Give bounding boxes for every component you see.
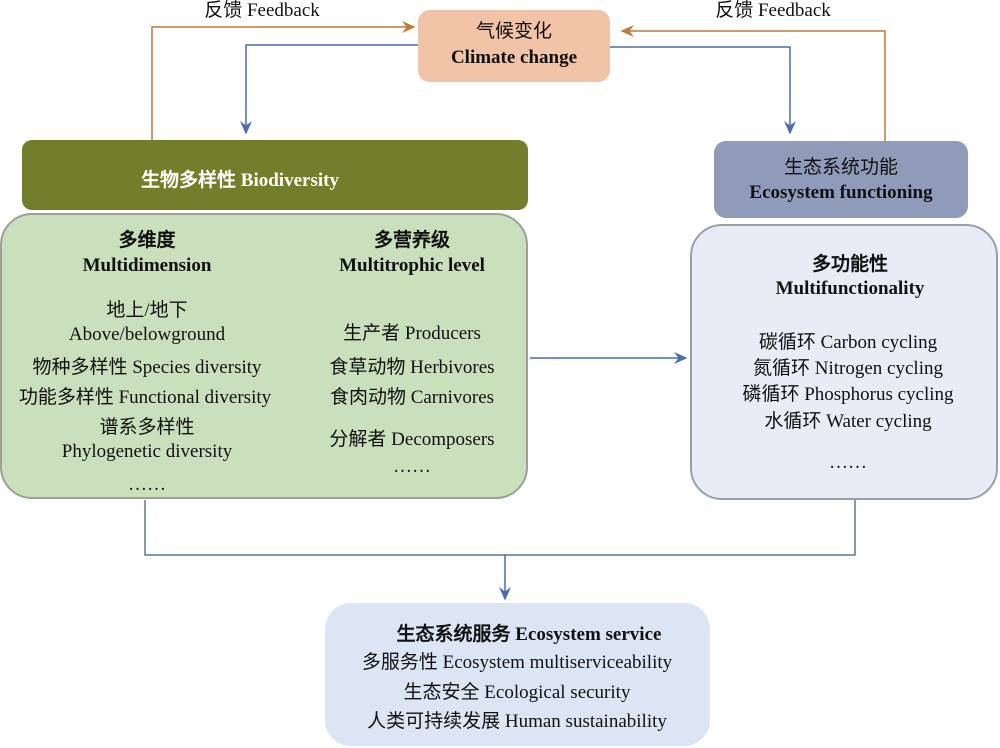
multidimension-zh: 多维度 (118, 230, 176, 251)
service-item: 生态安全 Ecological security (403, 682, 631, 703)
service-item: 多服务性 Ecosystem multiserviceability (361, 652, 673, 673)
mt-item: 分解者 Decomposers (329, 429, 495, 450)
mt-item: 食肉动物 Carnivores (329, 387, 495, 408)
climate-to-functioning-arrow (610, 46, 796, 135)
mf-item: 水循环 Water cycling (764, 411, 932, 432)
md-item: 功能多样性 Functional diversity (18, 387, 272, 408)
biodiversity-title: 生物多样性 Biodiversity (141, 170, 339, 191)
md-item: Phylogenetic diversity (61, 441, 233, 462)
biodiversity-box (0, 213, 528, 499)
md-item: 地上/地下 (106, 300, 188, 321)
mt-item: …… (393, 456, 431, 477)
ef-en: Ecosystem functioning (749, 182, 933, 203)
climate-zh: 气候变化 (475, 21, 553, 42)
md-item: 谱系多样性 (99, 417, 195, 438)
mf-item: 磷循环 Phosphorus cycling (742, 384, 954, 405)
climate-en: Climate change (450, 47, 578, 68)
ef-zh: 生态系统功能 (783, 157, 899, 178)
md-item: 物种多样性 Species diversity (32, 357, 262, 378)
ecosystem-service-box (325, 603, 710, 746)
merge-connector (144, 500, 856, 556)
multitrophic-zh: 多营养级 (373, 230, 451, 251)
service-title: 生态系统服务 Ecosystem service (396, 624, 662, 645)
ecosystem-functioning-header (714, 141, 968, 218)
md-item: Above/belowground (68, 324, 226, 345)
feedback-arrow-right (620, 25, 886, 141)
climate-to-biodiversity-arrow (240, 44, 418, 135)
mf-item: 氮循环 Nitrogen cycling (753, 358, 943, 379)
mt-item: 食草动物 Herbivores (329, 357, 495, 378)
mf-en: Multifunctionality (775, 278, 925, 299)
feedback-label-right: 反馈 Feedback (715, 0, 831, 21)
mf-zh: 多功能性 (811, 254, 889, 275)
mt-item: 生产者 Producers (343, 323, 481, 344)
feedback-arrow-left (151, 21, 416, 140)
feedback-label-left: 反馈 Feedback (204, 0, 320, 21)
multifunctionality-box (690, 224, 998, 500)
md-item: …… (128, 474, 166, 495)
multidimension-en: Multidimension (82, 255, 212, 276)
climate-change-box (418, 10, 610, 82)
biodiversity-header (22, 140, 528, 210)
multitrophic-en: Multitrophic level (339, 255, 485, 276)
mf-item: 碳循环 Carbon cycling (758, 332, 938, 353)
mf-item: …… (829, 452, 867, 473)
service-item: 人类可持续发展 Human sustainability (367, 711, 667, 732)
